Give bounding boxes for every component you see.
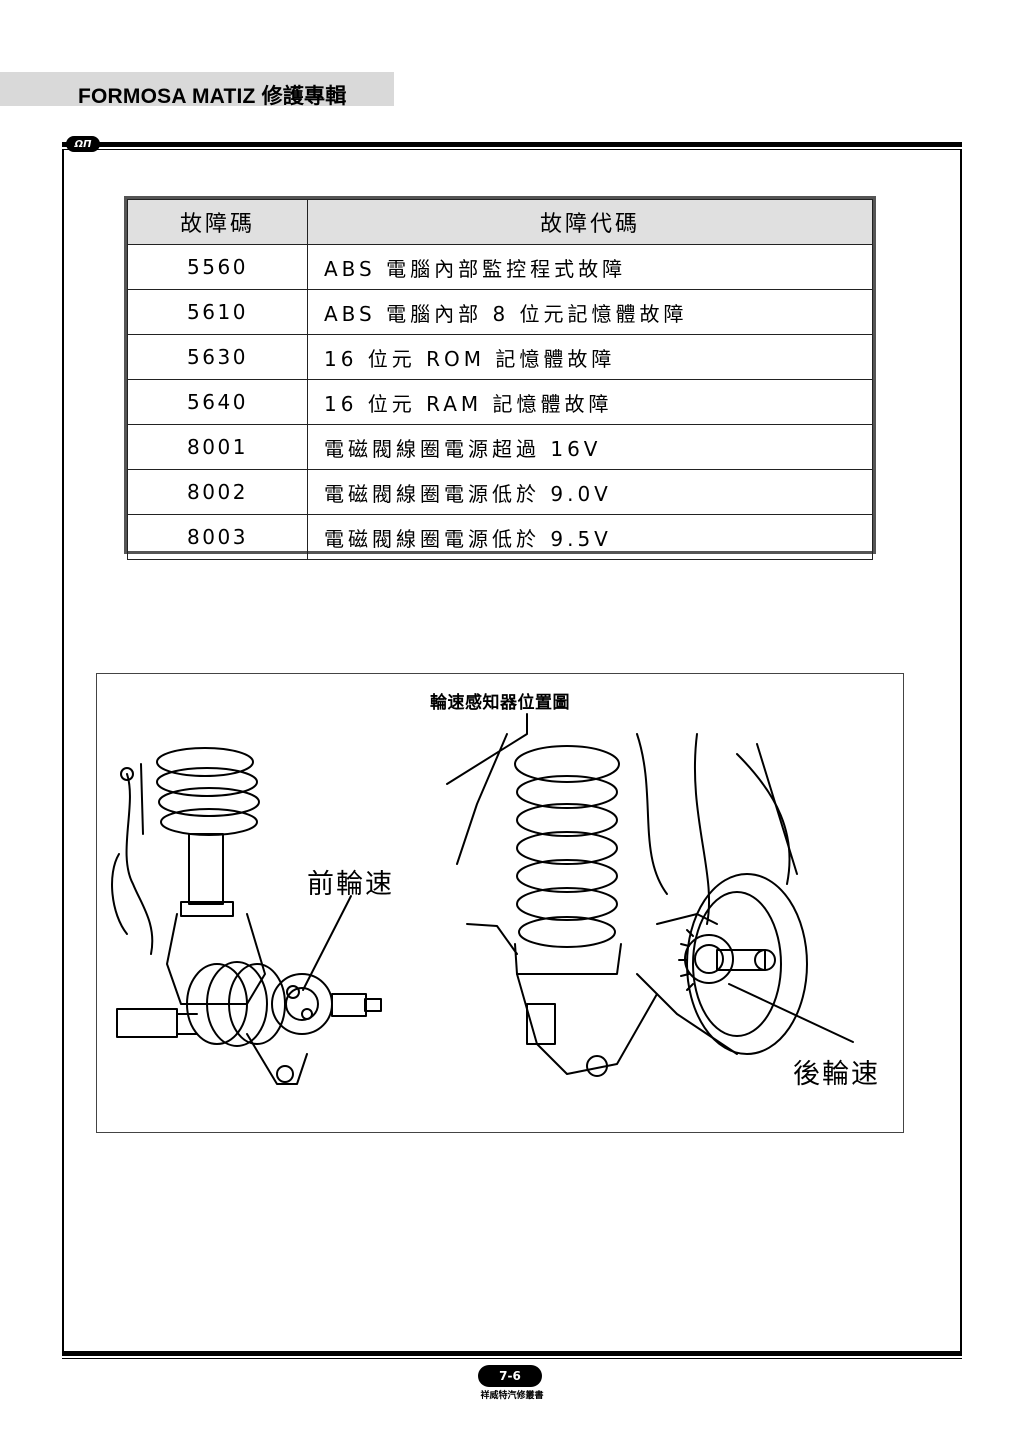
table-row: 5640 16 位元 RAM 記憶體故障 xyxy=(127,379,873,425)
bottom-rule xyxy=(62,1351,962,1356)
table-row: 5630 16 位元 ROM 記憶體故障 xyxy=(127,334,873,380)
front-wheel-speed-label: 前輪速 xyxy=(307,869,394,900)
fault-desc-cell: ABS 電腦內部 8 位元記憶體故障 xyxy=(307,289,873,335)
table-header-row: 故障碼 故障代碼 xyxy=(127,199,873,245)
fault-desc-cell: ABS 電腦內部監控程式故障 xyxy=(307,244,873,290)
suspension-illustration xyxy=(111,713,854,1085)
front-suspension-drawing xyxy=(111,747,382,1085)
fault-code-table: 故障碼 故障代碼 5560 ABS 電腦內部監控程式故障 5610 ABS 電腦… xyxy=(124,196,876,560)
fault-code-cell: 5640 xyxy=(127,379,308,425)
header-fault-code: 故障碼 xyxy=(127,199,308,245)
bottom-rule-thin xyxy=(62,1358,962,1359)
table-row: 5560 ABS 電腦內部監控程式故障 xyxy=(127,244,873,290)
top-rule xyxy=(62,142,962,147)
rear-suspension-drawing xyxy=(446,713,854,1077)
rear-wheel-speed-label: 後輪速 xyxy=(793,1059,880,1090)
header-fault-description: 故障代碼 xyxy=(307,199,873,245)
header-bar xyxy=(0,72,394,106)
table-row: 8003 電磁閥線圈電源低於 9.5V xyxy=(127,514,873,560)
frame-right-border xyxy=(960,150,962,1356)
top-rule-thin xyxy=(62,149,962,150)
frame-left-border xyxy=(62,150,64,1356)
fault-desc-cell: 電磁閥線圈電源低於 9.5V xyxy=(307,514,873,560)
sensor-location-figure: 輪速感知器位置圖 xyxy=(96,673,904,1133)
fault-desc-cell: 16 位元 ROM 記憶體故障 xyxy=(307,334,873,380)
fault-desc-cell: 電磁閥線圈電源低於 9.0V xyxy=(307,469,873,515)
table-row: 5610 ABS 電腦內部 8 位元記憶體故障 xyxy=(127,289,873,335)
publisher-name: 祥威特汽修叢書 xyxy=(480,1391,544,1401)
fault-code-cell: 5610 xyxy=(127,289,308,335)
page-number-badge: 7-6 xyxy=(478,1365,542,1387)
fault-desc-cell: 電磁閥線圈電源超過 16V xyxy=(307,424,873,470)
fault-desc-cell: 16 位元 RAM 記憶體故障 xyxy=(307,379,873,425)
table-row: 8002 電磁閥線圈電源低於 9.0V xyxy=(127,469,873,515)
fault-code-cell: 8003 xyxy=(127,514,308,560)
figure-caption: 輪速感知器位置圖 xyxy=(430,693,570,713)
fault-code-cell: 8001 xyxy=(127,424,308,470)
table-row: 8001 電磁閥線圈電源超過 16V xyxy=(127,424,873,470)
publisher-logo: ΩΠ xyxy=(66,136,100,152)
fault-code-cell: 5560 xyxy=(127,244,308,290)
fault-code-grid: 故障碼 故障代碼 5560 ABS 電腦內部監控程式故障 5610 ABS 電腦… xyxy=(127,199,873,560)
document-title: FORMOSA MATIZ 修護專輯 xyxy=(78,85,347,108)
fault-code-cell: 8002 xyxy=(127,469,308,515)
fault-code-cell: 5630 xyxy=(127,334,308,380)
